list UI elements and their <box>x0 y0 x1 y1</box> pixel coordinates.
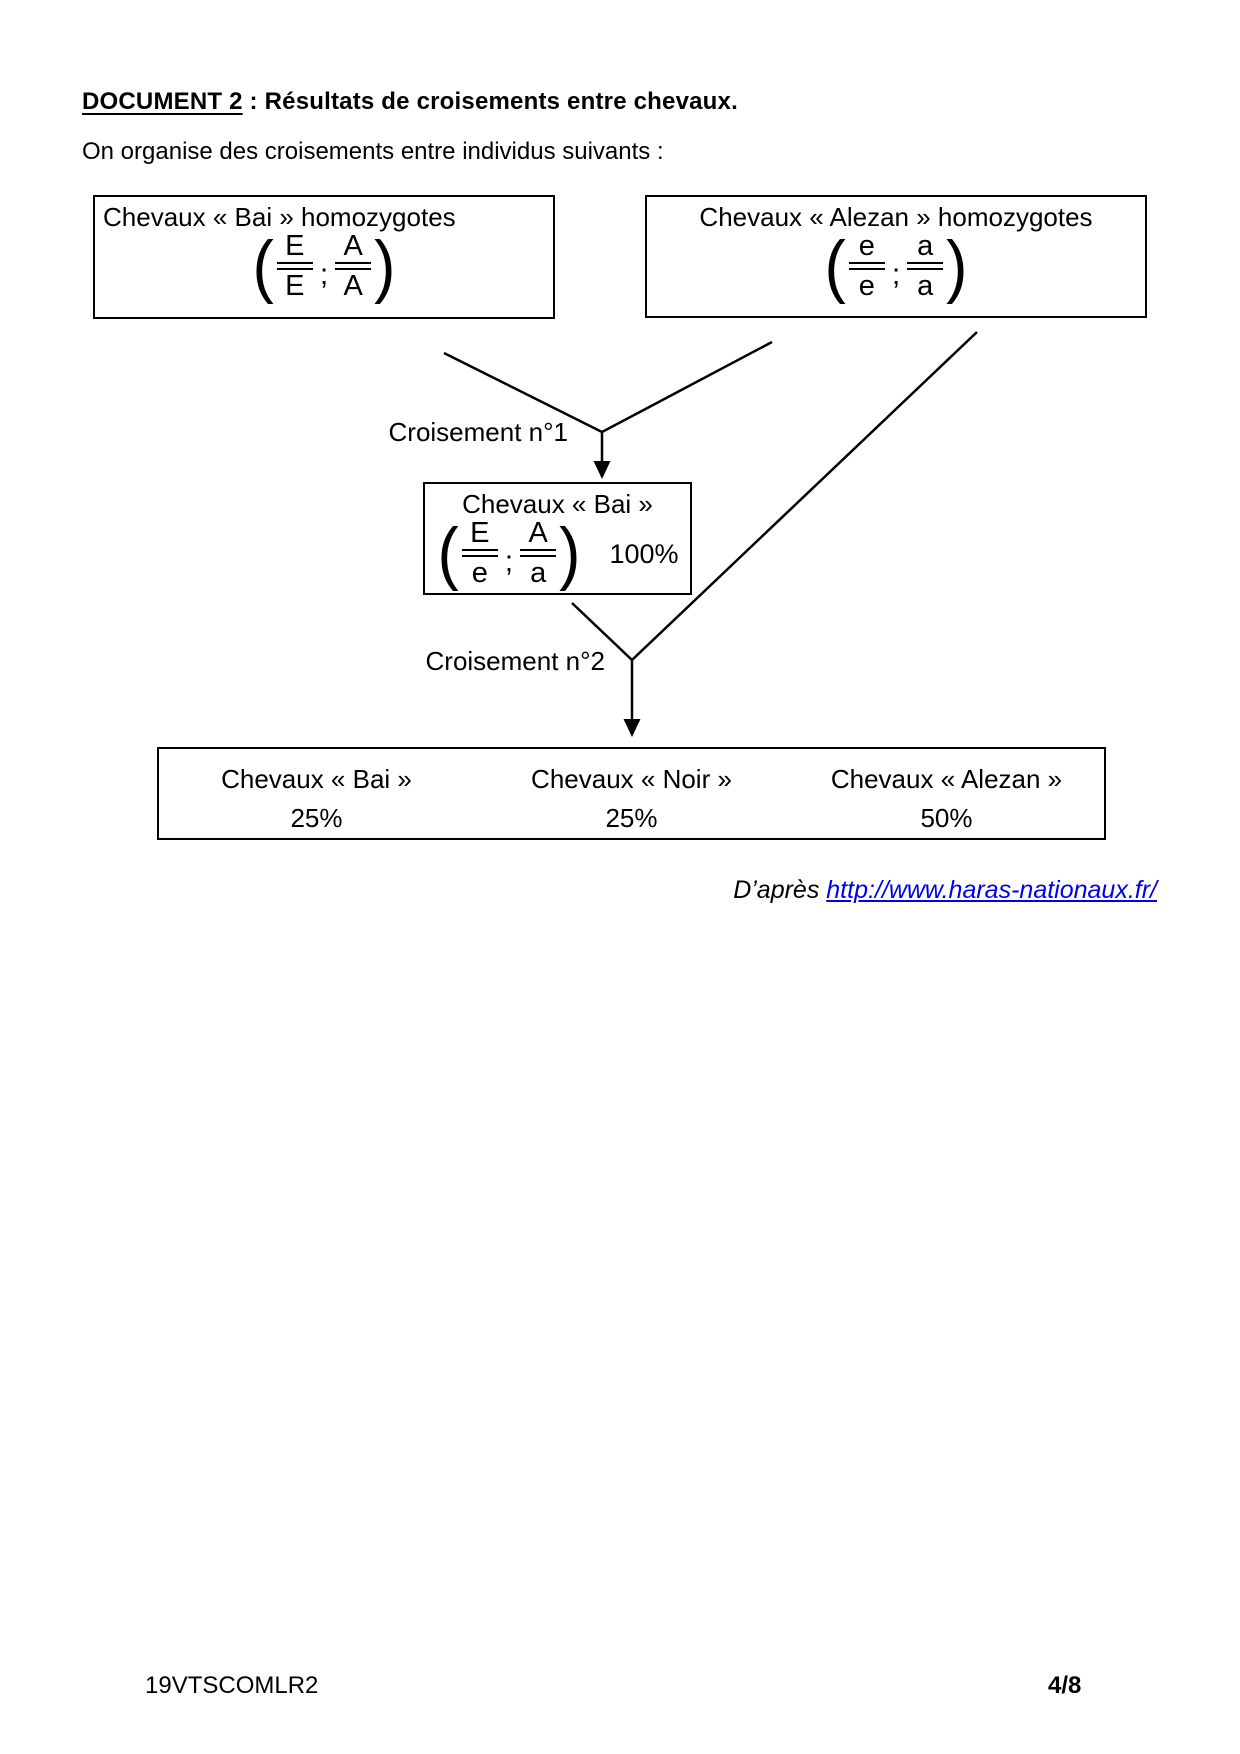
footer-doc-code: 19VTSCOMLR2 <box>145 1672 319 1699</box>
genotype-separator: ; <box>891 258 901 292</box>
result-bai: Chevaux « Bai » 25% <box>159 749 474 838</box>
chromosome-pair-bars <box>335 262 372 271</box>
allele-top: E <box>470 517 490 549</box>
open-paren: ( <box>252 227 274 305</box>
croisement-2-label: Croisement n°2 <box>425 646 605 676</box>
allele-top: A <box>528 517 548 549</box>
genotype-alezan-homozygotes: ( e e ; a a ) <box>647 231 1145 302</box>
box-title-alezan-homozygotes: Chevaux « Alezan » homozygotes <box>699 202 1093 232</box>
chromosome-pair-bars <box>907 262 944 271</box>
open-paren: ( <box>437 514 459 592</box>
intro-text: On organise des croisements entre indivi… <box>82 138 664 165</box>
allele-bottom: a <box>530 557 547 590</box>
allele-top: e <box>858 230 875 262</box>
allele-bottom: A <box>343 270 363 303</box>
genotype-separator: ; <box>504 545 514 579</box>
result-percentage: 25% <box>290 803 343 833</box>
genotype-separator: ; <box>319 258 329 292</box>
box-f1-bai: Chevaux « Bai » ( E e ; A a ) 100% <box>423 482 692 595</box>
allele-top: A <box>343 230 363 262</box>
source-attribution: D’après http://www.haras-nationaux.fr/ <box>733 876 1157 905</box>
allele-pair-agouti: A a <box>518 518 558 589</box>
allele-bottom: a <box>917 270 934 303</box>
f1-percentage: 100% <box>609 538 679 569</box>
allele-bottom: e <box>858 270 875 303</box>
result-name: Chevaux « Alezan » <box>830 764 1063 794</box>
chromosome-pair-bars <box>276 262 313 271</box>
source-prefix: D’après <box>733 876 827 904</box>
croisement-1-label: Croisement n°1 <box>388 417 568 447</box>
result-name: Chevaux « Bai » <box>221 764 412 794</box>
arrowhead-croisement1-icon <box>593 461 611 479</box>
genotype-f1-bai: ( E e ; A a ) <box>436 518 581 589</box>
document-label: DOCUMENT 2 <box>82 88 243 115</box>
genotype-bai-homozygotes: ( E E ; A A ) <box>95 231 553 302</box>
box-results: Chevaux « Bai » 25% Chevaux « Noir » 25%… <box>157 747 1106 840</box>
allele-pair-extension: E e <box>460 518 500 589</box>
box-title-bai-homozygotes: Chevaux « Bai » homozygotes <box>103 202 456 232</box>
result-noir: Chevaux « Noir » 25% <box>474 749 789 838</box>
allele-pair-extension: e e <box>847 231 887 302</box>
box-bai-homozygotes: Chevaux « Bai » homozygotes ( E E ; A A … <box>93 195 555 319</box>
close-paren: ) <box>946 227 968 305</box>
close-paren: ) <box>559 514 581 592</box>
title-separator: : <box>242 88 265 115</box>
open-paren: ( <box>824 227 846 305</box>
allele-pair-agouti: A A <box>333 231 373 302</box>
chromosome-pair-bars <box>461 549 498 558</box>
allele-pair-extension: E E <box>275 231 315 302</box>
box-title-f1-bai: Chevaux « Bai » <box>462 489 653 519</box>
arrowhead-croisement2-icon <box>623 719 641 737</box>
allele-top: E <box>285 230 305 262</box>
chromosome-pair-bars <box>520 549 557 558</box>
result-name: Chevaux « Noir » <box>531 764 732 794</box>
allele-bottom: e <box>471 557 488 590</box>
result-percentage: 25% <box>605 803 658 833</box>
allele-top: a <box>917 230 934 262</box>
title-text: Résultats de croisements entre chevaux. <box>264 88 738 115</box>
box-alezan-homozygotes: Chevaux « Alezan » homozygotes ( e e ; a… <box>645 195 1147 318</box>
page-title: DOCUMENT 2 : Résultats de croisements en… <box>82 88 738 116</box>
genotype-row-f1: ( E e ; A a ) 100% <box>425 518 690 589</box>
result-percentage: 50% <box>920 803 973 833</box>
allele-bottom: E <box>285 270 305 303</box>
source-link[interactable]: http://www.haras-nationaux.fr/ <box>826 876 1157 904</box>
line-from-alezan-box <box>601 340 773 434</box>
chromosome-pair-bars <box>848 262 885 271</box>
close-paren: ) <box>374 227 396 305</box>
result-alezan: Chevaux « Alezan » 50% <box>789 749 1104 838</box>
footer-page-number: 4/8 <box>1048 1672 1082 1699</box>
allele-pair-agouti: a a <box>905 231 945 302</box>
